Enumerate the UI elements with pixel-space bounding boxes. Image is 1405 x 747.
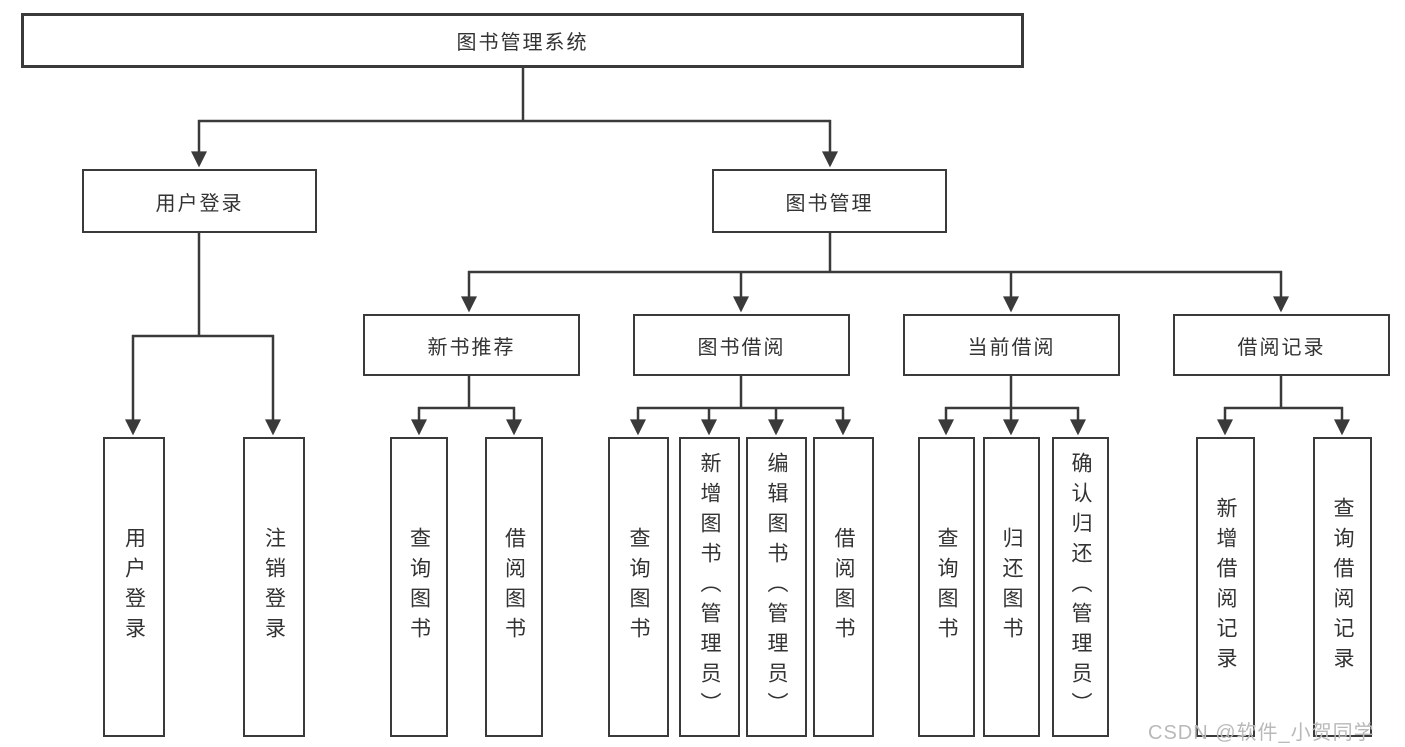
connector-book-management-children [460, 233, 1290, 313]
connector-book-borrow-children [629, 376, 852, 436]
leaf-query-books-current: 查询图书 [918, 437, 975, 737]
leaf-query-books-recommend-label: 查询图书 [407, 527, 431, 647]
connector-user-login-children [124, 233, 282, 436]
leaf-edit-book-admin: 编辑图书（管理员） [746, 437, 807, 737]
leaf-query-borrow-record: 查询借阅记录 [1313, 437, 1372, 737]
csdn-watermark: CSDN @软件_小贺同学 [1148, 722, 1375, 744]
leaf-query-books-recommend: 查询图书 [390, 437, 448, 737]
leaf-confirm-return-admin-label: 确认归还（管理员） [1069, 452, 1092, 722]
leaf-return-book-label: 归还图书 [1000, 527, 1023, 647]
connector-root-to-level2 [190, 68, 839, 168]
node-current-borrow: 当前借阅 [903, 314, 1120, 376]
leaf-edit-book-admin-label: 编辑图书（管理员） [765, 452, 788, 722]
node-system-title: 图书管理系统 [21, 13, 1024, 68]
node-book-borrow: 图书借阅 [633, 314, 850, 376]
leaf-query-books-current-label: 查询图书 [935, 527, 958, 647]
leaf-borrow-books-label: 借阅图书 [832, 527, 855, 647]
leaf-borrow-books-recommend-label: 借阅图书 [502, 527, 526, 647]
leaf-add-book-admin-label: 新增图书（管理员） [698, 452, 721, 722]
leaf-query-books-borrow-label: 查询图书 [627, 527, 650, 647]
connector-new-book-children [410, 376, 523, 436]
leaf-borrow-books: 借阅图书 [813, 437, 874, 737]
leaf-return-book: 归还图书 [983, 437, 1040, 737]
leaf-add-borrow-record-label: 新增借阅记录 [1214, 497, 1237, 677]
connector-borrow-record-children [1216, 376, 1351, 436]
node-borrow-records: 借阅记录 [1173, 314, 1390, 376]
leaf-query-borrow-record-label: 查询借阅记录 [1331, 497, 1354, 677]
leaf-logout: 注销登录 [243, 437, 305, 737]
leaf-user-login-label: 用户登录 [122, 527, 146, 647]
node-user-login: 用户登录 [82, 169, 317, 233]
node-book-management: 图书管理 [712, 169, 947, 233]
node-new-book-recommend: 新书推荐 [363, 314, 580, 376]
leaf-confirm-return-admin: 确认归还（管理员） [1052, 437, 1109, 737]
connector-current-borrow-children [937, 376, 1087, 436]
leaf-user-login: 用户登录 [103, 437, 165, 737]
leaf-add-borrow-record: 新增借阅记录 [1196, 437, 1255, 737]
leaf-add-book-admin: 新增图书（管理员） [679, 437, 740, 737]
leaf-borrow-books-recommend: 借阅图书 [485, 437, 543, 737]
leaf-logout-label: 注销登录 [262, 527, 286, 647]
leaf-query-books-borrow: 查询图书 [608, 437, 669, 737]
